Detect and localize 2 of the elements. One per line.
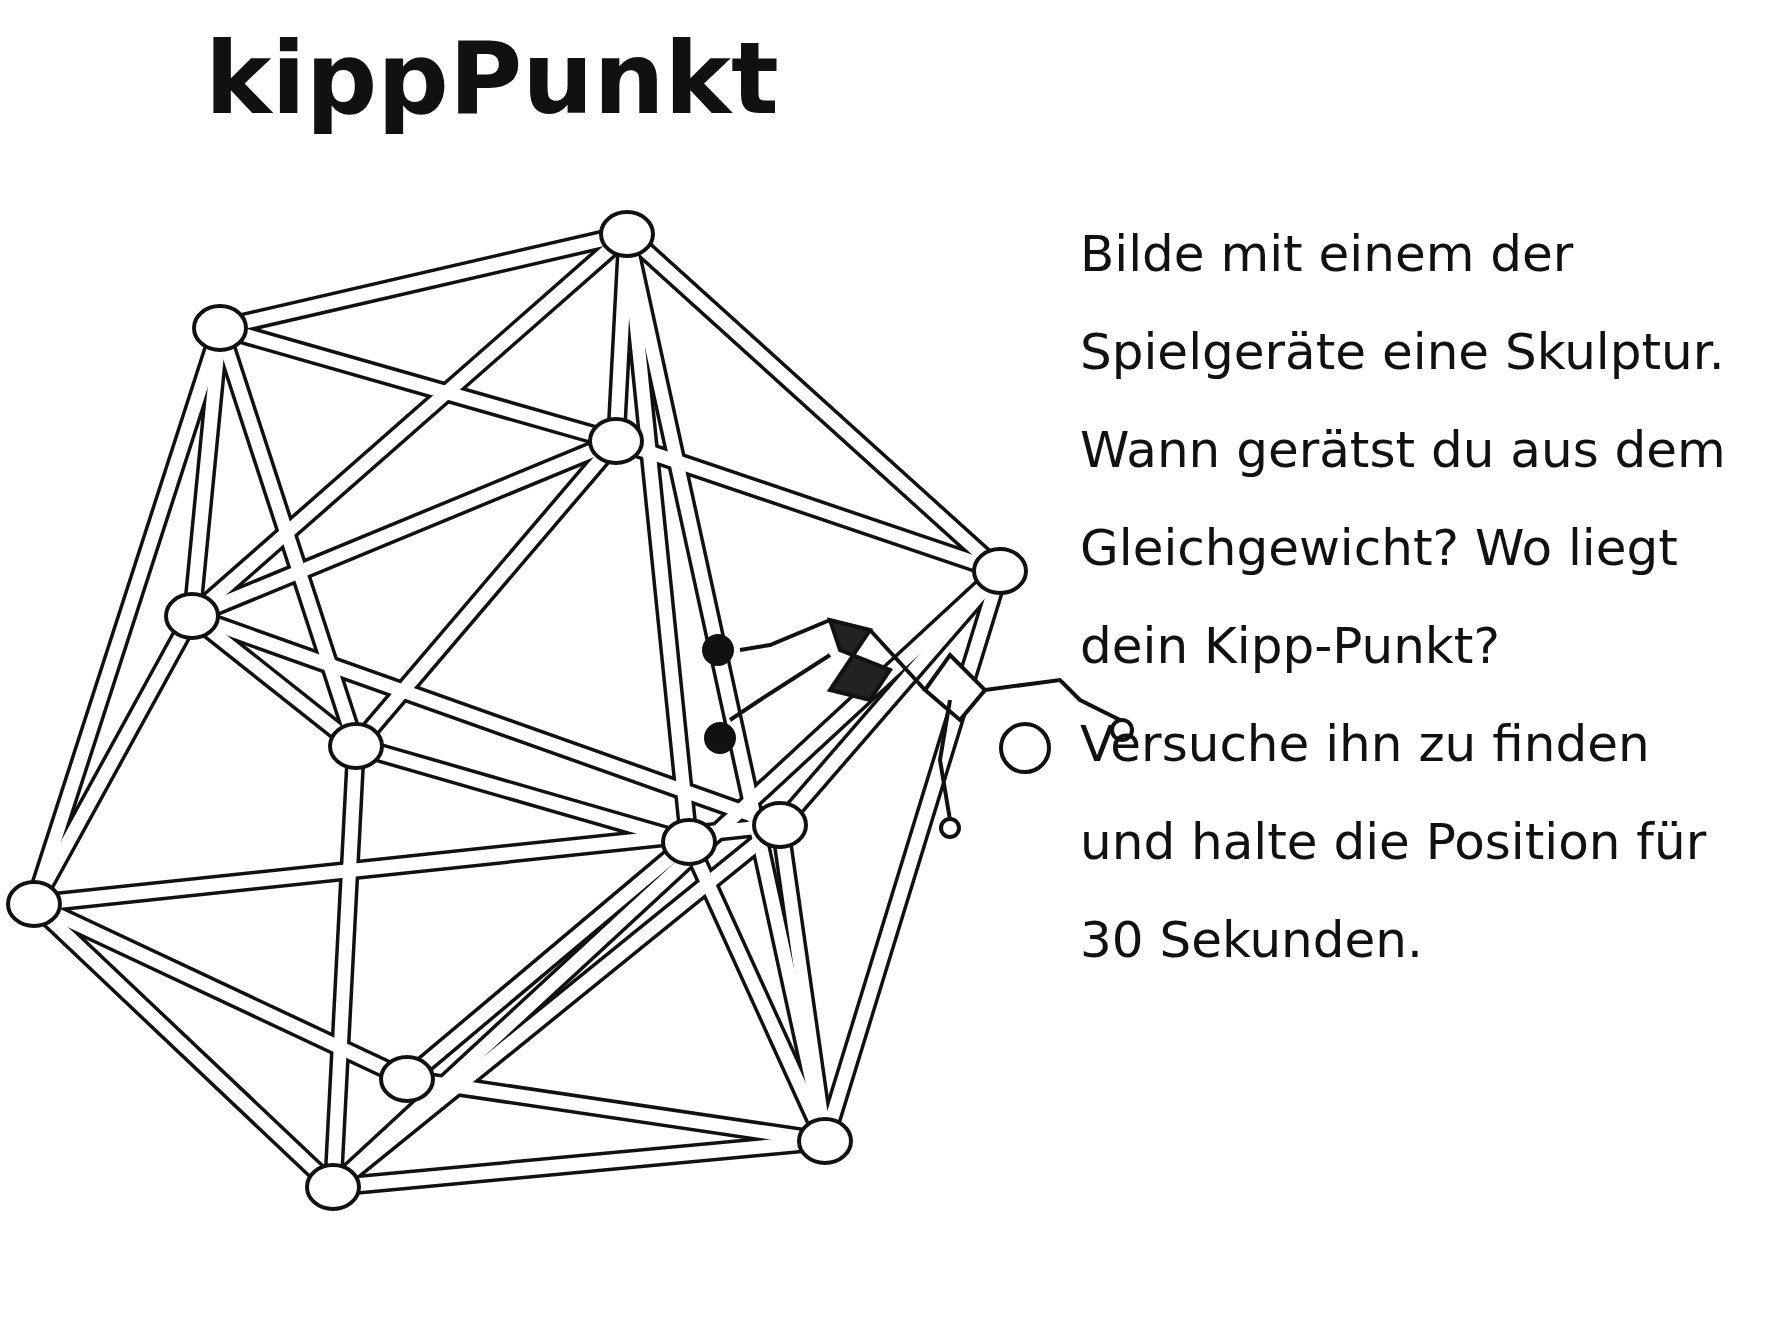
- title: kippPunkt: [205, 20, 779, 137]
- instruction-text: Bilde mit einem der Spielgeräte eine Skulptur. Wann gerätst du aus dem Gleichgewicht? Wo liegt dein Kipp-Punkt? Versuche ihn zu finden und halte die Position für 30 Sekunden.: [1080, 224, 1727, 971]
